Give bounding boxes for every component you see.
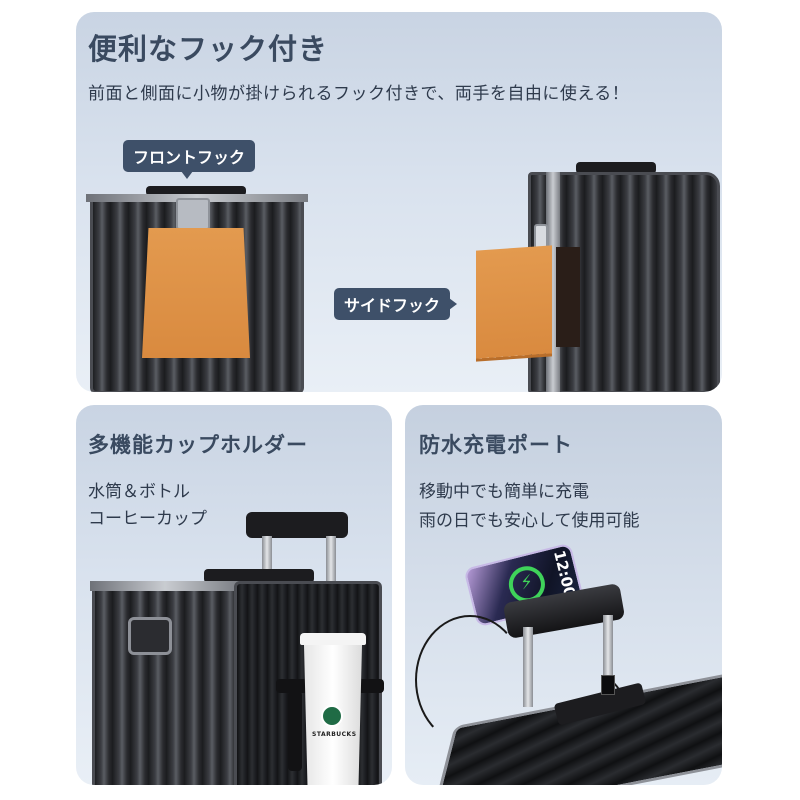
cup-holder-arm bbox=[288, 691, 302, 771]
tsa-lock-icon bbox=[128, 617, 172, 655]
front-hook-callout: フロントフック bbox=[123, 140, 256, 179]
cup-holder-line-2: コーヒーカップ bbox=[88, 509, 207, 529]
hook-feature-title: 便利なフック付き bbox=[88, 32, 329, 66]
coffee-brand-logo-icon bbox=[321, 705, 343, 727]
hook-feature-panel: 便利なフック付き 前面と側面に小物が掛けられるフック付きで、両手を自由に使える！… bbox=[76, 12, 722, 392]
charging-port-line-1: 移動中でも簡単に充電 bbox=[419, 482, 589, 502]
cup-holder-line-1: 水筒＆ボトル bbox=[88, 482, 190, 502]
suitcase-shell-front bbox=[92, 581, 238, 785]
charging-cable bbox=[415, 615, 525, 745]
handle-pole-left bbox=[523, 627, 533, 707]
cup-holder-title: 多機能カップホルダー bbox=[88, 433, 308, 457]
top-carry-handle bbox=[576, 162, 656, 174]
charging-port-panel: 防水充電ポート 移動中でも簡単に充電 雨の日でも安心して使用可能 ⚡ 12:00 bbox=[405, 405, 722, 785]
handle-pole-right bbox=[603, 615, 613, 687]
hook-feature-subtitle: 前面と側面に小物が掛けられるフック付きで、両手を自由に使える！ bbox=[88, 84, 630, 104]
shopping-bag-side bbox=[476, 245, 552, 359]
top-carry-handle bbox=[204, 569, 314, 583]
charging-port-title: 防水充電ポート bbox=[419, 433, 573, 457]
coffee-brand-text: STARBUCKS bbox=[312, 731, 357, 738]
cup-holder-panel: 多機能カップホルダー 水筒＆ボトル コーヒーカップ STARBUCKS bbox=[76, 405, 392, 785]
charging-port-line-2: 雨の日でも安心して使用可能 bbox=[419, 511, 640, 531]
front-hook-icon bbox=[176, 198, 210, 230]
side-hook-plate bbox=[556, 247, 580, 347]
top-carry-handle bbox=[146, 186, 246, 196]
side-hook-callout: サイドフック bbox=[334, 288, 458, 320]
usb-port-icon bbox=[601, 675, 615, 695]
telescopic-handle-grip bbox=[246, 512, 348, 538]
aluminum-frame bbox=[90, 581, 240, 591]
shopping-bag-front bbox=[142, 228, 250, 358]
coffee-cup-lid bbox=[300, 633, 366, 645]
